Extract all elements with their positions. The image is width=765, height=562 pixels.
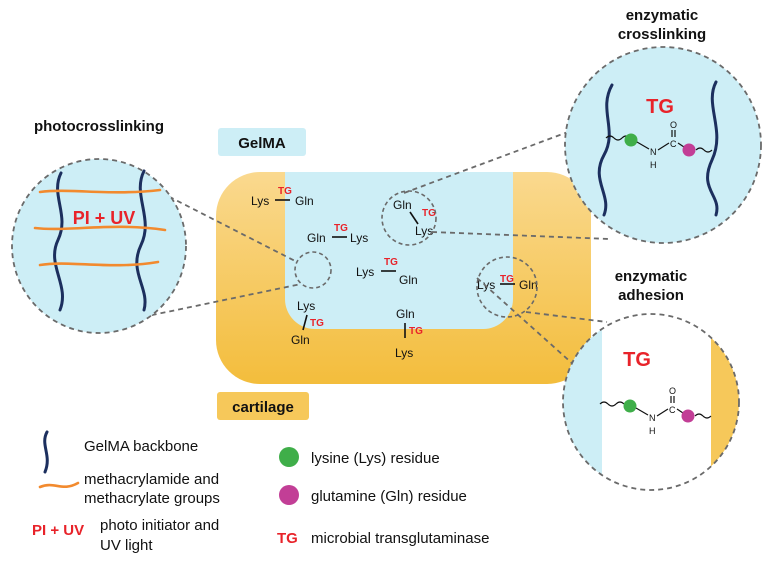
- legend-tg-key: TG: [277, 530, 298, 547]
- legend-methacryl-icon: [38, 481, 80, 489]
- svg-text:TG: TG: [310, 318, 324, 329]
- legend-tg-label: microbial transglutaminase: [311, 530, 489, 547]
- gelma-tag: [218, 128, 306, 156]
- svg-text:Gln: Gln: [393, 198, 412, 212]
- svg-text:TG: TG: [384, 257, 398, 268]
- enzymatic-crosslinking-circle: [564, 46, 762, 244]
- tg-label-crosslinking: TG: [646, 96, 674, 118]
- highlight-photocrosslink: [294, 251, 332, 289]
- svg-text:H: H: [650, 160, 657, 170]
- crosslink-backbone-strands: [597, 80, 719, 217]
- svg-text:TG: TG: [334, 223, 348, 234]
- svg-text:Gln: Gln: [519, 278, 538, 292]
- photocrosslinking-title: photocrosslinking: [34, 118, 164, 135]
- svg-text:TG: TG: [422, 208, 436, 219]
- pi-uv-label: PI + UV: [73, 208, 136, 228]
- legend-lysine-icon: [279, 447, 299, 467]
- svg-text:Gln: Gln: [295, 194, 314, 208]
- svg-text:Gln: Gln: [396, 307, 415, 321]
- legend-pi-uv-label-2: UV light: [100, 537, 153, 554]
- legend-backbone-icon: [43, 430, 49, 474]
- bond-gln-lys-2: Gln TG Lys: [307, 223, 368, 245]
- legend-pi-uv-key: PI + UV: [32, 522, 84, 539]
- svg-text:Gln: Gln: [399, 273, 418, 287]
- svg-text:Lys: Lys: [395, 346, 413, 360]
- svg-text:Lys: Lys: [356, 265, 374, 279]
- highlight-enzymatic-adhesion: [476, 256, 538, 318]
- legend-pi-uv-label-1: photo initiator and: [100, 517, 219, 534]
- svg-text:Gln: Gln: [307, 231, 326, 245]
- legend: GelMA backbone methacrylamide and methac…: [32, 430, 489, 554]
- gelma-label: GelMA: [238, 135, 286, 152]
- cartilage-tag: [217, 392, 309, 420]
- svg-text:Lys: Lys: [415, 224, 433, 238]
- svg-text:N: N: [649, 413, 656, 423]
- bond-lys-gln-4: Lys TG Gln: [356, 257, 418, 287]
- legend-methacryl-label-2: methacrylate groups: [84, 490, 220, 507]
- svg-text:TG: TG: [278, 186, 292, 197]
- svg-text:Gln: Gln: [291, 333, 310, 347]
- enzymatic-crosslinking-title-1: enzymatic: [626, 7, 699, 24]
- svg-text:TG: TG: [500, 274, 514, 285]
- connector-lines: [89, 125, 611, 366]
- svg-text:C: C: [669, 405, 676, 415]
- tg-label-adhesion: TG: [623, 349, 651, 371]
- bond-lys-gln-6: Lys TG Gln: [291, 299, 324, 347]
- enzymatic-adhesion-title-2: adhesion: [618, 287, 684, 304]
- svg-text:Lys: Lys: [297, 299, 315, 313]
- svg-text:Lys: Lys: [350, 231, 368, 245]
- svg-text:C: C: [670, 139, 677, 149]
- adhesion-amide-bond: N H C O: [599, 386, 712, 436]
- svg-text:Lys: Lys: [251, 194, 269, 208]
- glutamine-residue: [682, 143, 696, 157]
- photocrosslinking-circle: [11, 158, 187, 334]
- crosslink-amide-bond: N H C O: [605, 120, 713, 170]
- svg-text:O: O: [669, 386, 676, 396]
- enzymatic-adhesion-circle: [562, 313, 740, 491]
- legend-backbone-label: GelMA backbone: [84, 438, 198, 455]
- bond-lys-gln-1: Lys TG Gln: [251, 186, 314, 208]
- cartilage-label: cartilage: [232, 399, 294, 416]
- highlight-enzymatic-crosslink: [381, 190, 437, 246]
- methacryl-groups: [33, 188, 167, 267]
- legend-glutamine-icon: [279, 485, 299, 505]
- enzymatic-crosslinking-title-2: crosslinking: [618, 26, 706, 43]
- svg-text:N: N: [650, 147, 657, 157]
- glutamine-residue-adhesion: [681, 409, 695, 423]
- enzymatic-adhesion-title-1: enzymatic: [615, 268, 688, 285]
- lysine-residue-adhesion: [623, 399, 637, 413]
- svg-text:O: O: [670, 120, 677, 130]
- svg-text:H: H: [649, 426, 656, 436]
- svg-text:TG: TG: [409, 326, 423, 337]
- bond-gln-lys-7: Gln TG Lys: [395, 307, 423, 360]
- lysine-residue: [624, 133, 638, 147]
- legend-lysine-label: lysine (Lys) residue: [311, 450, 440, 467]
- legend-methacryl-label-1: methacrylamide and: [84, 471, 219, 488]
- bond-gln-lys-3: Gln TG Lys: [393, 198, 436, 238]
- legend-glutamine-label: glutamine (Gln) residue: [311, 488, 467, 505]
